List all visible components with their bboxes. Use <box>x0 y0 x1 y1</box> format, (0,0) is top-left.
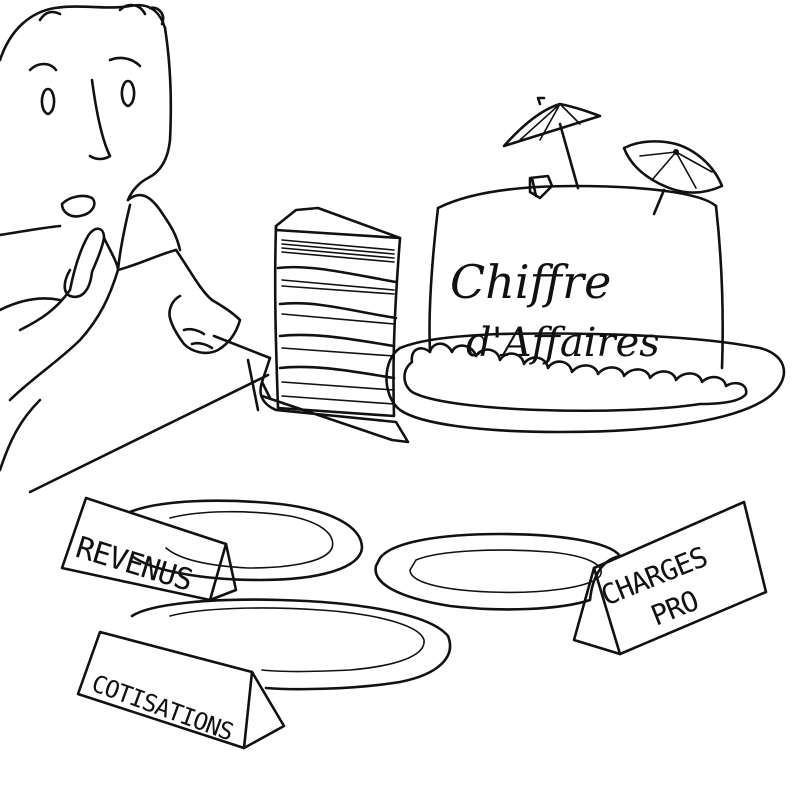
cake-top <box>436 184 718 210</box>
plate-revenus-rim <box>128 499 364 582</box>
place-card-charges-side <box>572 566 622 656</box>
cake-slice <box>259 206 410 444</box>
place-card-revenus-side <box>208 542 238 602</box>
cake-frill <box>403 342 748 413</box>
cake-plate <box>385 332 786 434</box>
place-card-charges-front <box>592 500 768 656</box>
cake-server-blade <box>259 380 410 444</box>
plate-cotisations <box>130 598 452 691</box>
cake-inscription-line2: d'Affaires <box>466 320 660 366</box>
plate-charges <box>374 532 622 611</box>
cake-server <box>212 334 272 412</box>
umbrella-left <box>502 96 602 190</box>
person <box>0 3 272 472</box>
cake-side-left <box>428 206 440 354</box>
umbrella-right-canopy <box>622 140 724 194</box>
plate-charges-well <box>409 549 602 594</box>
umbrella-left-ribs <box>519 103 581 141</box>
person-hair <box>0 3 167 62</box>
cake-slice-layers <box>276 265 398 380</box>
cake-inscription-line1: Chiffre <box>450 255 611 309</box>
umbrella-right-tip <box>673 149 679 155</box>
cake-notch <box>528 174 554 200</box>
person-face <box>126 26 173 202</box>
person-body <box>0 398 42 472</box>
place-card-cotisations: COTISATIONS <box>76 630 286 750</box>
person-jaw <box>0 224 62 237</box>
person-eye-right <box>108 56 142 108</box>
person-mouth <box>60 194 96 218</box>
umbrella-right <box>622 140 724 216</box>
plate-revenus-well <box>165 510 334 569</box>
plate-cotisations-well <box>169 607 425 673</box>
table-edge <box>28 373 270 494</box>
person-arm <box>0 236 120 402</box>
person-nose <box>88 78 112 161</box>
place-card-cotisations-side <box>242 670 286 750</box>
place-card-charges-pro: CHARGES PRO <box>572 500 768 656</box>
plate-charges-rim <box>374 532 622 611</box>
plate-revenus <box>128 499 364 582</box>
place-card-cotisations-label: COTISATIONS <box>88 669 237 746</box>
umbrella-left-canopy <box>502 96 602 148</box>
cake: Chiffre d'Affaires <box>403 174 748 413</box>
plate-cotisations-rim <box>130 598 452 691</box>
umbrella-left-stick <box>558 122 580 190</box>
umbrella-right-stick <box>652 188 666 216</box>
person-sleeve <box>116 193 182 272</box>
place-card-revenus-label: REVENUS <box>72 530 196 598</box>
person-hand-server <box>168 248 242 355</box>
cake-side-right <box>714 204 725 370</box>
person-hand-chin <box>18 227 106 332</box>
cake-slice-top <box>274 206 402 240</box>
cake-slice-front <box>273 224 402 418</box>
place-card-revenus: REVENUS <box>60 496 238 602</box>
person-eye-left <box>28 62 58 116</box>
umbrella-right-ribs <box>639 151 713 189</box>
cake-slice-shading <box>281 239 395 405</box>
